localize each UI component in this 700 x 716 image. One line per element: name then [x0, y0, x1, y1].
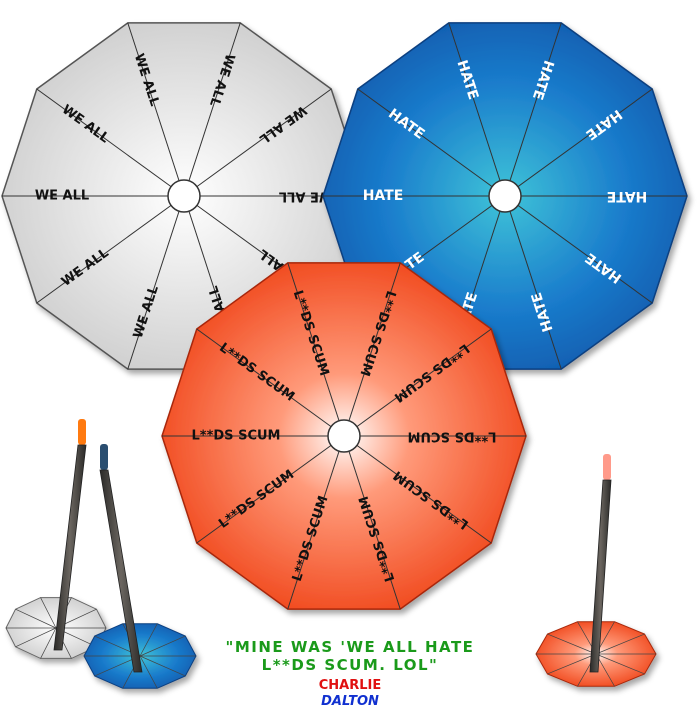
- mini-spinner-red: [535, 454, 657, 687]
- center-hole: [327, 419, 361, 453]
- segment-divider: [343, 328, 492, 437]
- segment-label: HATE: [363, 188, 404, 204]
- segment-divider: [183, 22, 241, 197]
- segment-divider: [287, 435, 345, 610]
- segment-divider: [139, 635, 186, 657]
- stick-tip: [603, 454, 611, 480]
- segment-label: WE ALL: [279, 189, 333, 204]
- spinner-stick: [99, 469, 143, 673]
- segment-divider: [504, 195, 562, 370]
- center-hole: [167, 179, 201, 213]
- segment-divider: [343, 262, 401, 437]
- mini-spinner-white: [5, 419, 107, 659]
- segment-divider: [15, 608, 57, 629]
- segment-divider: [504, 88, 653, 197]
- segment-divider: [183, 88, 332, 197]
- segment-divider: [36, 88, 185, 197]
- segment-label: L**DS SCUM: [192, 429, 281, 444]
- author-first-name: CHARLIE: [318, 678, 382, 693]
- author-last-name: DALTON: [321, 694, 379, 709]
- quote-line-1: "MINE WAS 'WE ALL HATE: [225, 638, 475, 656]
- segment-divider: [40, 597, 57, 629]
- segment-divider: [127, 195, 185, 370]
- quote-line-2: L**DS SCUM. LOL": [261, 656, 439, 674]
- segment-divider: [196, 328, 345, 437]
- segment-divider: [139, 655, 158, 689]
- spinner-stick: [53, 444, 87, 651]
- segment-divider: [595, 633, 645, 655]
- center-hole: [488, 179, 522, 213]
- segment-divider: [504, 22, 562, 197]
- segment-divider: [343, 435, 492, 544]
- spinner-stick: [589, 479, 612, 673]
- segment-divider: [36, 195, 185, 304]
- segment-divider: [15, 627, 57, 648]
- segment-divider: [595, 653, 645, 675]
- stick-tip: [78, 419, 86, 445]
- segment-label: L**DS SCUM: [408, 429, 497, 444]
- segment-divider: [448, 22, 506, 197]
- segment-divider: [40, 627, 57, 659]
- segment-divider: [504, 195, 653, 304]
- segment-label: WE ALL: [35, 189, 89, 204]
- stick-tip: [100, 444, 108, 470]
- mini-spinner-blue: [83, 444, 197, 689]
- segment-divider: [287, 262, 345, 437]
- segment-divider: [127, 22, 185, 197]
- segment-divider: [139, 623, 158, 657]
- segment-divider: [139, 655, 186, 677]
- segment-divider: [547, 653, 597, 675]
- segment-divider: [196, 435, 345, 544]
- segment-divider: [547, 633, 597, 655]
- segment-divider: [343, 435, 401, 610]
- segment-divider: [357, 88, 506, 197]
- segment-label: HATE: [607, 188, 648, 204]
